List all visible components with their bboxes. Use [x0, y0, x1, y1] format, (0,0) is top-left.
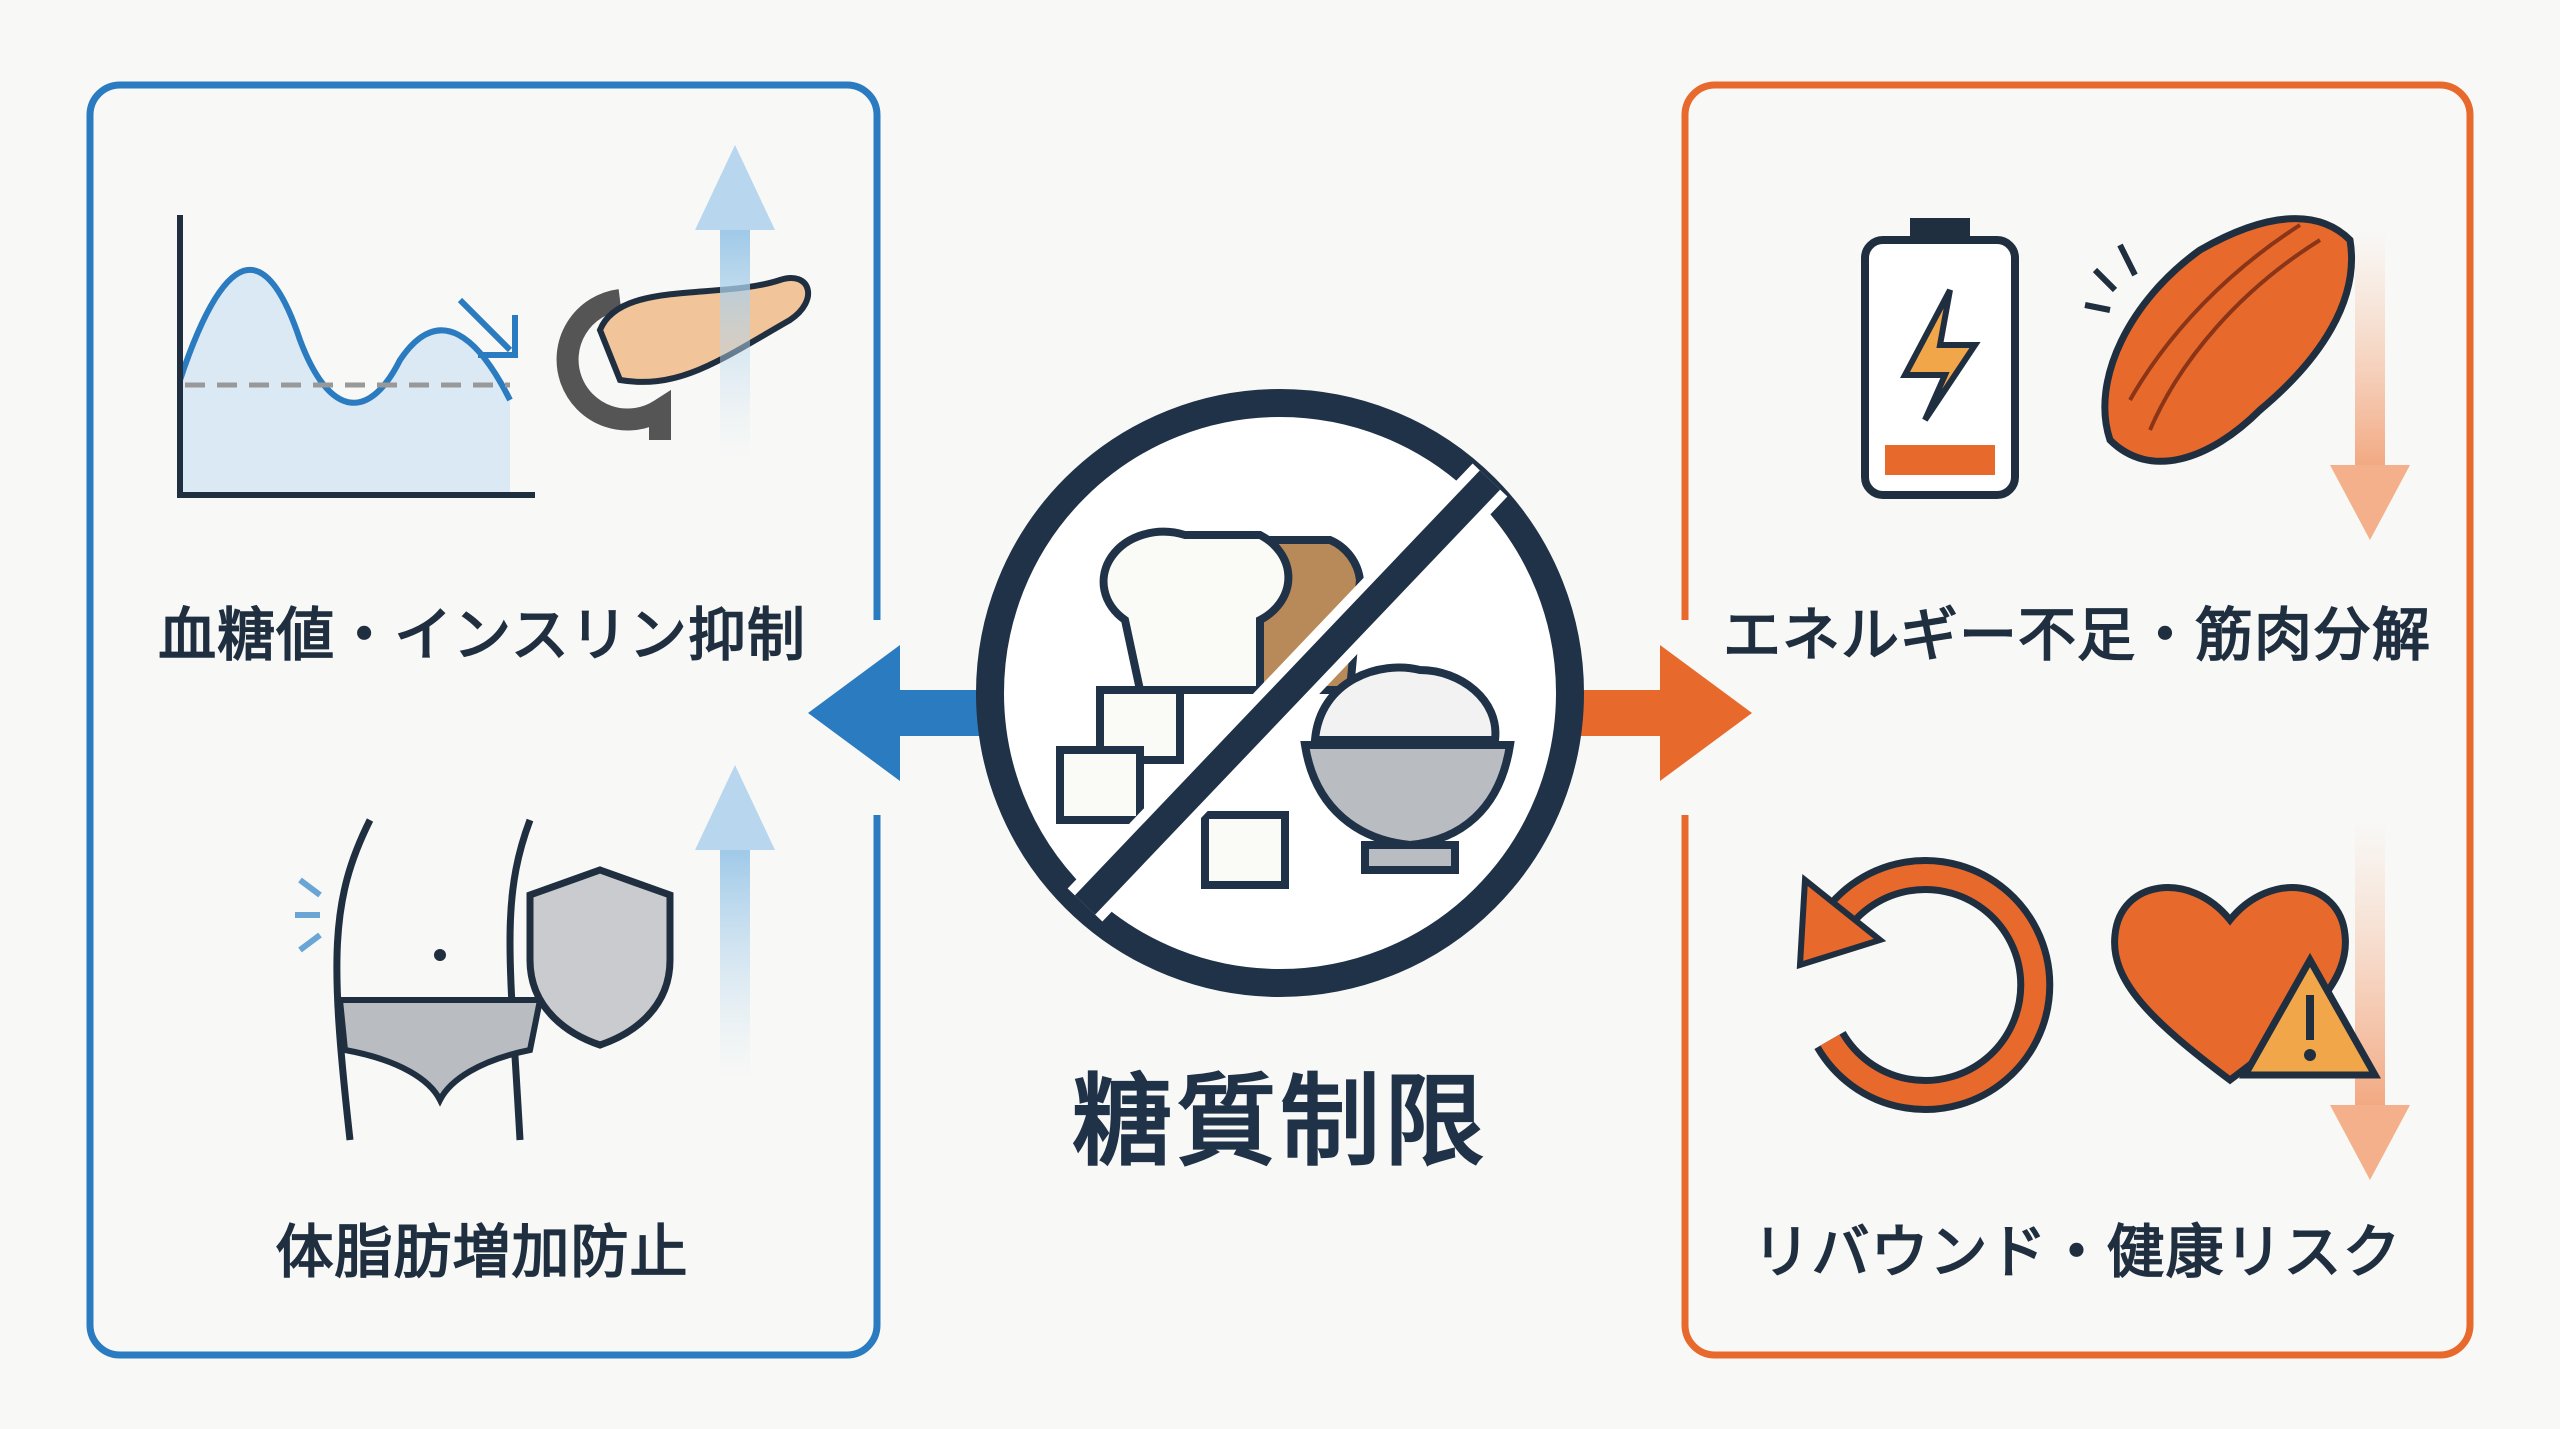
blood-sugar-chart-icon — [177, 215, 535, 498]
right-panel-border — [1681, 81, 2474, 1359]
low-battery-icon — [1861, 218, 2019, 499]
center-title: 糖質制限 — [1072, 1063, 1488, 1180]
left-arrow-icon — [808, 645, 990, 781]
benefit-label-blood-sugar: 血糖値・インスリン抑制 — [158, 601, 806, 669]
waist-shield-icon — [295, 818, 674, 1141]
rebound-icon — [1796, 857, 2054, 1113]
risk-label-rebound-health: リバウンド・健康リスク — [1752, 1218, 2402, 1286]
benefit-label-body-fat: 体脂肪増加防止 — [275, 1218, 689, 1286]
right-arrow-icon — [1580, 645, 1752, 781]
down-arrow-icon — [2355, 230, 2385, 470]
heart-warning-icon — [2111, 884, 2381, 1085]
up-arrow-icon — [720, 230, 750, 460]
pancreas-icon — [556, 275, 812, 440]
no-carbs-icon — [976, 389, 1584, 997]
up-arrow-icon — [720, 850, 750, 1080]
left-panel-border — [86, 81, 881, 1359]
torn-muscle-icon — [2084, 215, 2355, 465]
risk-label-energy-muscle: エネルギー不足・筋肉分解 — [1722, 601, 2432, 669]
